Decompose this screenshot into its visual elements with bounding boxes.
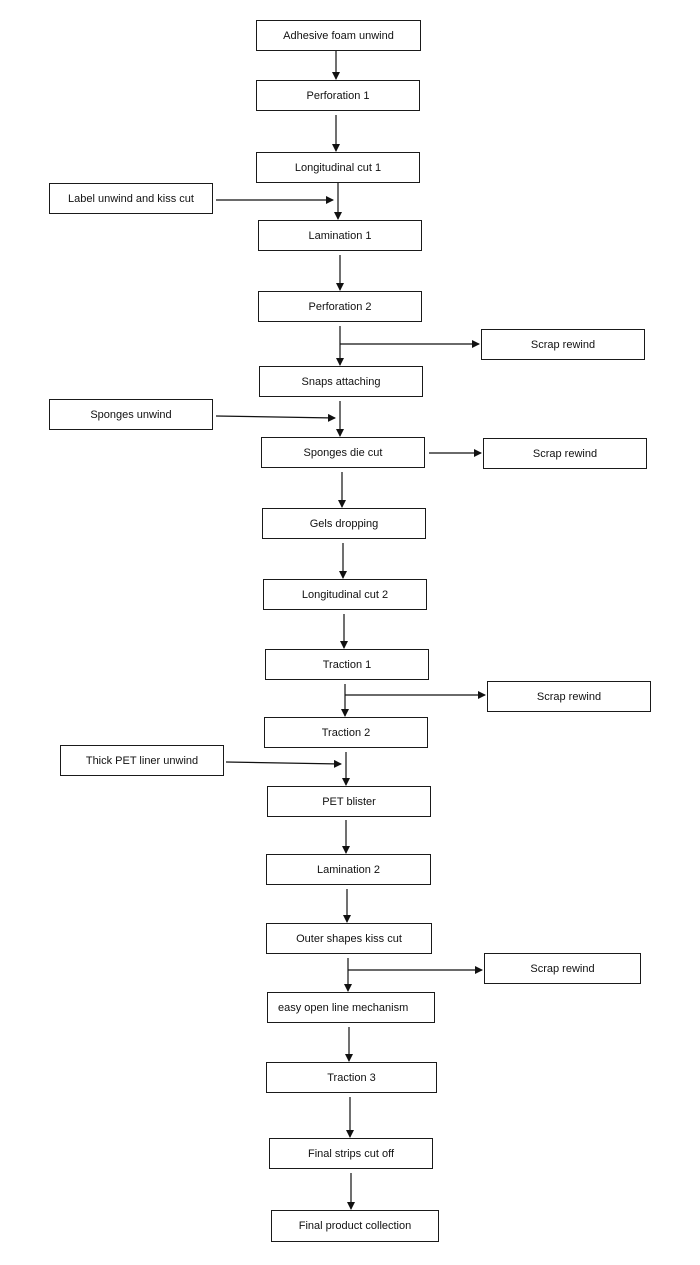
step-traction-2: Traction 2 [264, 717, 428, 748]
step-snaps-attaching: Snaps attaching [259, 366, 423, 397]
step-traction-3: Traction 3 [266, 1062, 437, 1093]
step-final-product-collection: Final product collection [271, 1210, 439, 1242]
arrow-input-sponges-unwind [215, 413, 336, 422]
output-scrap-rewind-1: Scrap rewind [481, 329, 645, 360]
input-sponges-unwind: Sponges unwind [49, 399, 213, 430]
step-pet-blister: PET blister [267, 786, 431, 817]
step-gels-dropping: Gels dropping [262, 508, 426, 539]
step-longitudinal-cut-2: Longitudinal cut 2 [263, 579, 427, 610]
step-longitudinal-cut-1: Longitudinal cut 1 [256, 152, 420, 183]
output-scrap-rewind-3: Scrap rewind [487, 681, 651, 712]
step-traction-1: Traction 1 [265, 649, 429, 680]
input-thick-pet-liner-unwind: Thick PET liner unwind [60, 745, 224, 776]
step-easy-open-line-mechanism: easy open line mechanism [267, 992, 435, 1023]
step-perforation-2: Perforation 2 [258, 291, 422, 322]
output-scrap-rewind-4: Scrap rewind [484, 953, 641, 984]
arrow-input-pet-liner-unwind [225, 759, 342, 768]
step-outer-shapes-kiss-cut: Outer shapes kiss cut [266, 923, 432, 954]
step-lamination-1: Lamination 1 [258, 220, 422, 251]
output-scrap-rewind-2: Scrap rewind [483, 438, 647, 469]
step-final-strips-cut-off: Final strips cut off [269, 1138, 433, 1169]
step-adhesive-foam-unwind: Adhesive foam unwind [256, 20, 421, 51]
step-perforation-1: Perforation 1 [256, 80, 420, 111]
step-lamination-2: Lamination 2 [266, 854, 431, 885]
input-label-unwind-and-kiss-cut: Label unwind and kiss cut [49, 183, 213, 214]
step-sponges-die-cut: Sponges die cut [261, 437, 425, 468]
